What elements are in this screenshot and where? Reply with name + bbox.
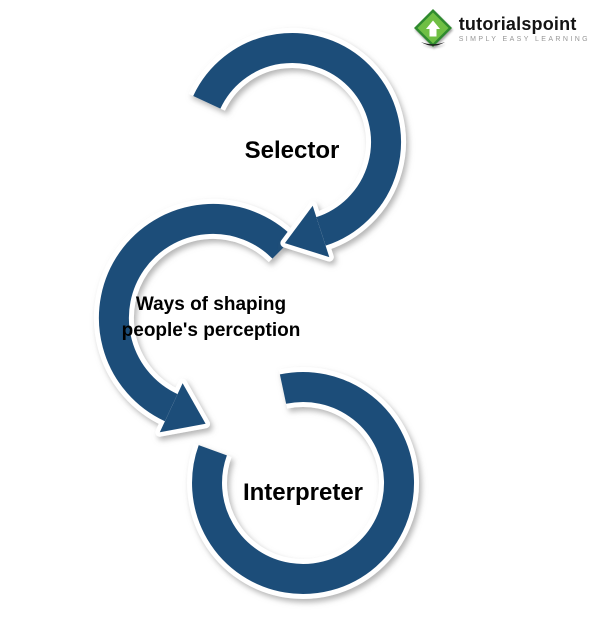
middle-ring-arc — [98, 203, 294, 422]
selector-ring-arrowhead-icon — [284, 205, 330, 258]
logo-brand-text: tutorialspoint — [458, 13, 577, 34]
interpreter-ring-arc — [192, 372, 415, 594]
selector-label: Selector — [245, 137, 340, 164]
interpreter-ring — [187, 367, 420, 599]
logo-text-block: tutorialspoint SIMPLY EASY LEARNING — [459, 14, 590, 43]
selector-ring — [188, 28, 406, 262]
middle-ring-arrowhead-icon — [159, 383, 206, 433]
selector-ring-arc — [193, 33, 402, 246]
center-label-line2: people's perception — [122, 320, 301, 341]
logo-tagline-text: SIMPLY EASY LEARNING — [458, 35, 590, 43]
interpreter-label: Interpreter — [243, 479, 363, 506]
tutorialspoint-logo-icon — [413, 9, 452, 47]
center-label-line1: Ways of shaping — [136, 294, 286, 315]
tutorialspoint-logo: tutorialspoint SIMPLY EASY LEARNING — [413, 8, 590, 48]
middle-ring — [93, 198, 298, 437]
